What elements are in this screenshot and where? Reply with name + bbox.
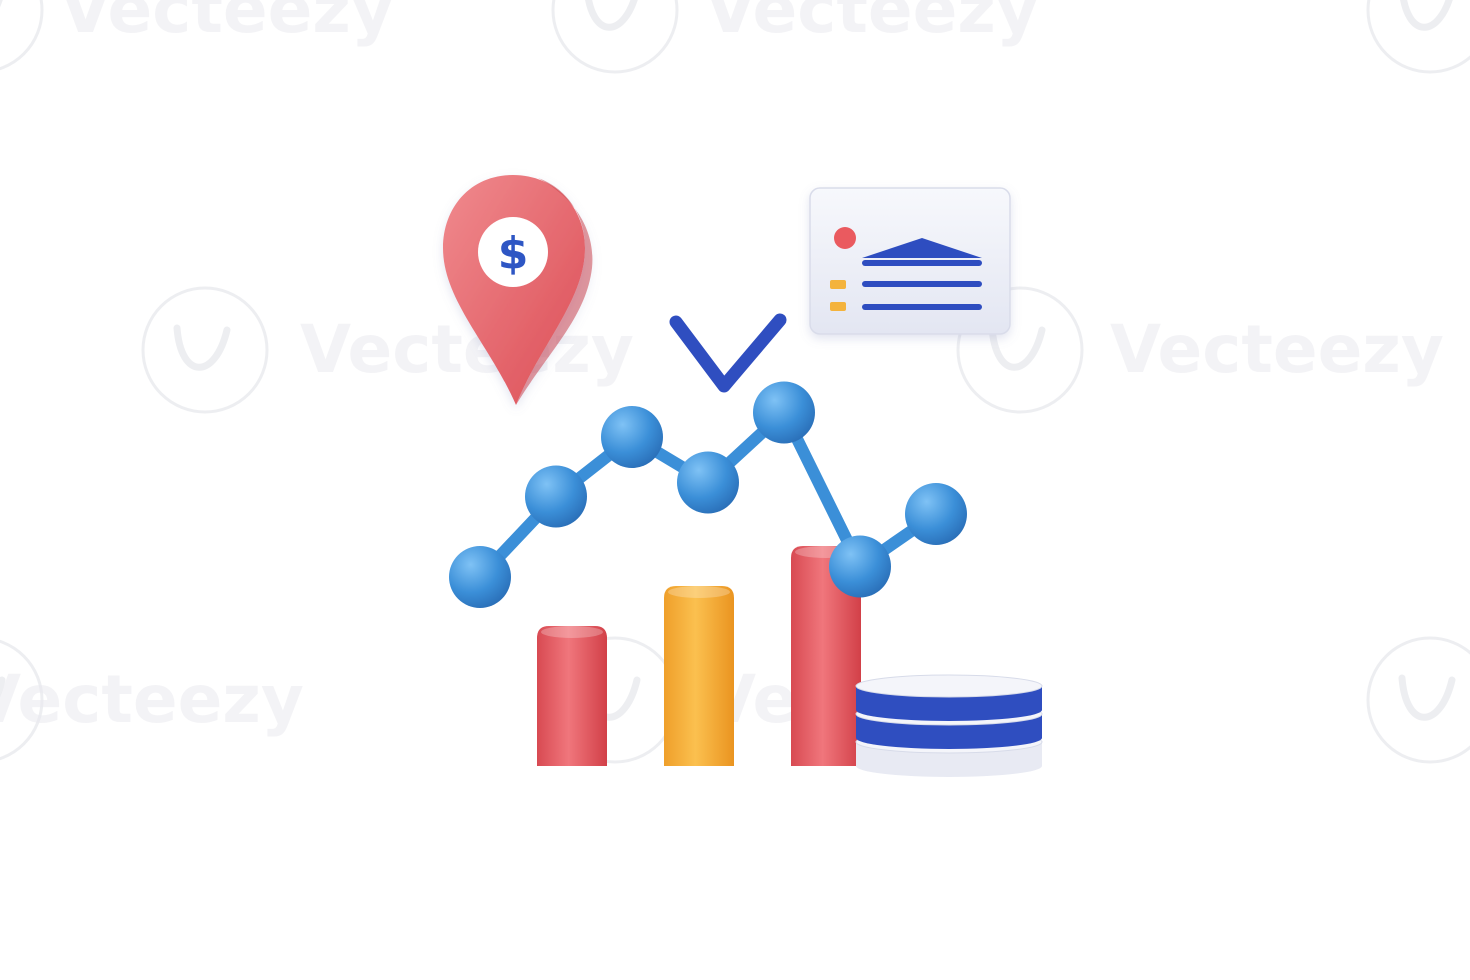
data-point <box>905 483 967 545</box>
data-point <box>525 465 587 528</box>
card-line <box>862 260 982 266</box>
card-bullet <box>830 280 846 289</box>
dollar-symbol: $ <box>498 228 529 279</box>
watermark-logo-icon <box>551 0 679 74</box>
watermark-logo-icon <box>0 0 44 71</box>
watermark-logo-icon <box>956 286 1084 414</box>
data-point <box>753 381 815 444</box>
watermark-logo-icon <box>1366 0 1470 74</box>
checkmark-icon <box>669 313 787 393</box>
chart-bar <box>664 586 734 766</box>
watermark-text: Vecteezy <box>705 0 1039 48</box>
watermark-logo-icon <box>141 286 269 414</box>
coin <box>855 674 1043 721</box>
watermark-text: Vecteezy <box>60 0 394 48</box>
data-point <box>677 451 739 514</box>
bank-card-icon <box>809 187 1011 335</box>
card-bullet <box>830 302 846 311</box>
watermark-text: Vecteezy <box>1110 311 1444 388</box>
watermark-text: Vecteezy <box>300 311 634 388</box>
coin-stack-icon <box>855 674 1043 777</box>
location-pin-icon: $ <box>443 175 593 405</box>
card-line <box>862 281 982 287</box>
dollar-badge <box>478 217 548 287</box>
data-point <box>449 546 511 608</box>
chart-bar <box>537 626 607 766</box>
bank-roof-icon <box>862 238 982 258</box>
bar-chart <box>537 546 861 766</box>
watermark-logo-icon <box>0 639 44 761</box>
watermark-logo-icon <box>1366 636 1470 764</box>
data-point <box>829 535 891 598</box>
watermark-text: Vecteezy <box>0 661 304 738</box>
card-dot <box>834 227 856 249</box>
line-chart <box>449 381 967 608</box>
card-line <box>862 304 982 310</box>
data-point <box>601 406 663 468</box>
